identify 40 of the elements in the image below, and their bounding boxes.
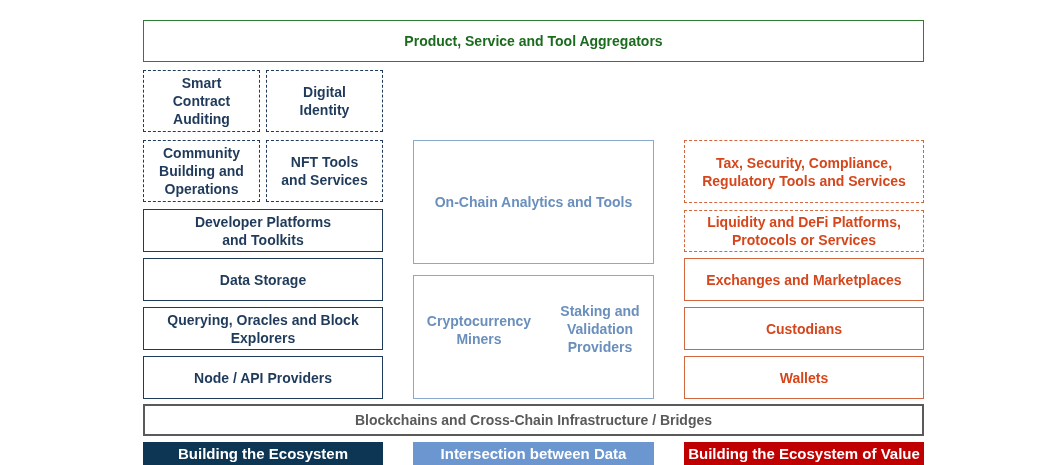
category-box: [143, 258, 383, 301]
category-box: [143, 307, 383, 350]
category-label: Liquidity and DeFi Platforms, Protocols or Services: [706, 213, 902, 249]
category-label: Wallets: [779, 368, 829, 387]
category-label: Staking and Validation Providers: [559, 302, 641, 356]
category-box: [266, 70, 383, 132]
category-box: [684, 210, 924, 252]
category-label: Tax, Security, Compliance, Regulatory Tools and Services: [701, 153, 907, 190]
category-box: [684, 356, 924, 399]
category-label: Data Storage: [219, 270, 307, 289]
banner-label: Intersection between Data: [440, 444, 627, 463]
category-label: NFT Tools and Services: [280, 153, 369, 189]
category-label: Exchanges and Marketplaces: [706, 270, 902, 289]
banner-label: Building the Ecosystem of Value: [688, 444, 920, 463]
category-box: [143, 404, 924, 436]
category-box: [413, 275, 654, 399]
category-box: [143, 70, 260, 132]
category-box: [684, 307, 924, 350]
category-label: Custodians: [765, 319, 843, 338]
category-label: On-Chain Analytics and Tools: [434, 193, 633, 211]
category-box: [413, 140, 654, 264]
category-box: [143, 209, 383, 252]
category-label: Smart Contract Auditing: [171, 74, 232, 128]
category-label: Product, Service and Tool Aggregators: [404, 32, 663, 50]
category-label: Blockchains and Cross-Chain Infrastructure / Bridges: [354, 411, 713, 429]
category-box: [143, 20, 924, 62]
category-label: Developer Platforms and Toolkits: [193, 212, 333, 249]
category-box: [684, 140, 924, 203]
category-label: Cryptocurrency Miners: [425, 312, 533, 348]
banner-label: Building the Ecosystem: [177, 444, 348, 463]
category-label: Digital Identity: [298, 83, 351, 119]
section-banner: [413, 442, 654, 465]
category-box: [143, 140, 260, 202]
category-label: Community Building and Operations: [158, 144, 245, 198]
category-box: [266, 140, 383, 202]
category-box: [143, 356, 383, 399]
category-box: [684, 258, 924, 301]
category-label: Node / API Providers: [194, 368, 332, 387]
category-label: Querying, Oracles and Block Explorers: [166, 310, 360, 347]
section-banner: [143, 442, 383, 465]
